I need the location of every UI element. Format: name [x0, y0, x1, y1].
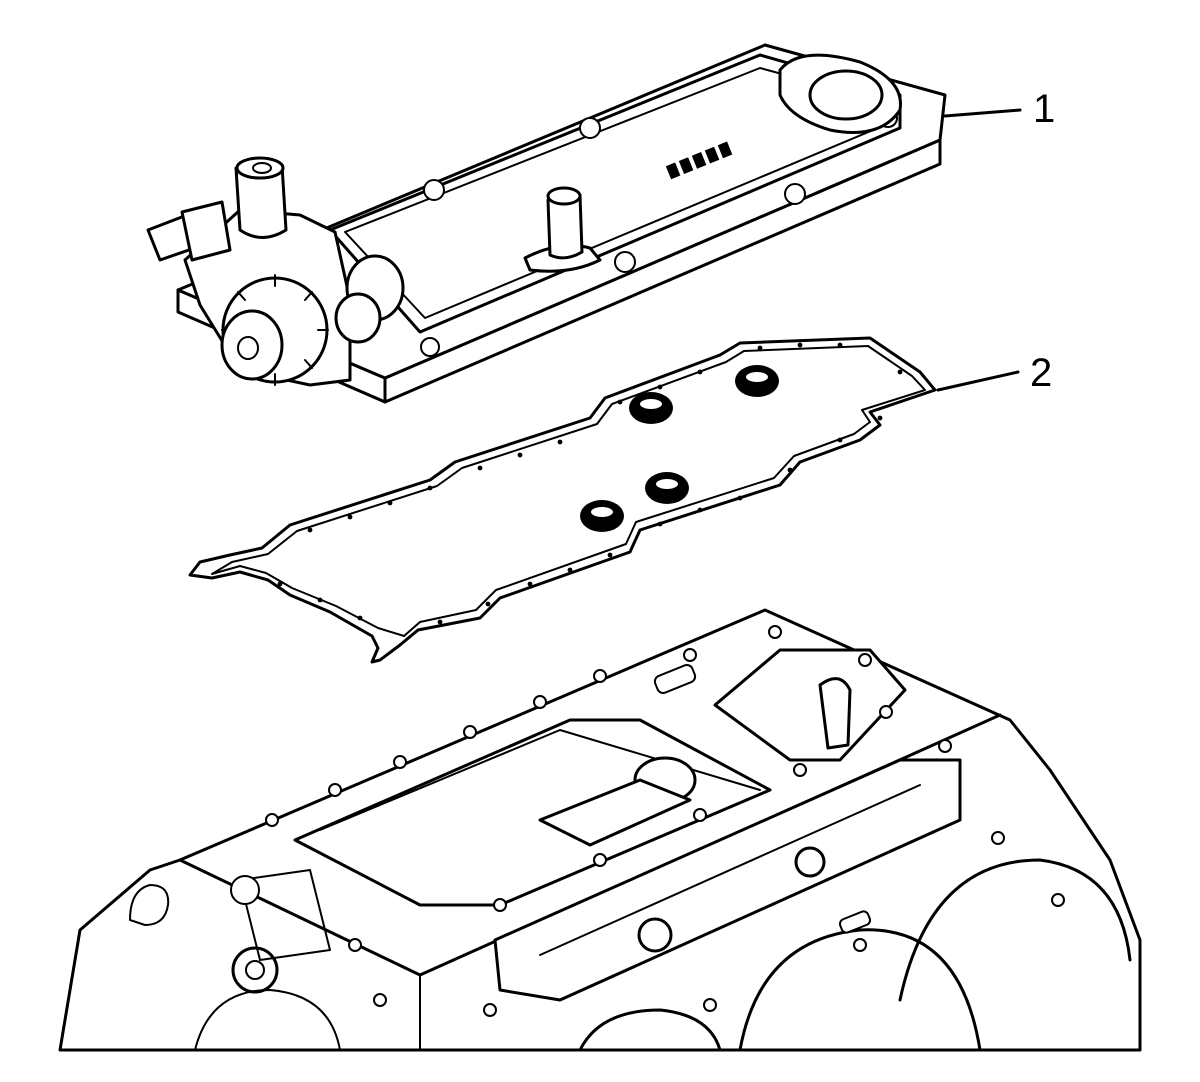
valley-cover-gasket-icon: [188, 336, 1020, 664]
valley-cover-with-oil-pump-icon: [146, 43, 1022, 404]
callout-2: 2: [1030, 351, 1052, 395]
callout-1: 1: [1033, 87, 1055, 131]
engine-block-icon: [58, 608, 1142, 1052]
